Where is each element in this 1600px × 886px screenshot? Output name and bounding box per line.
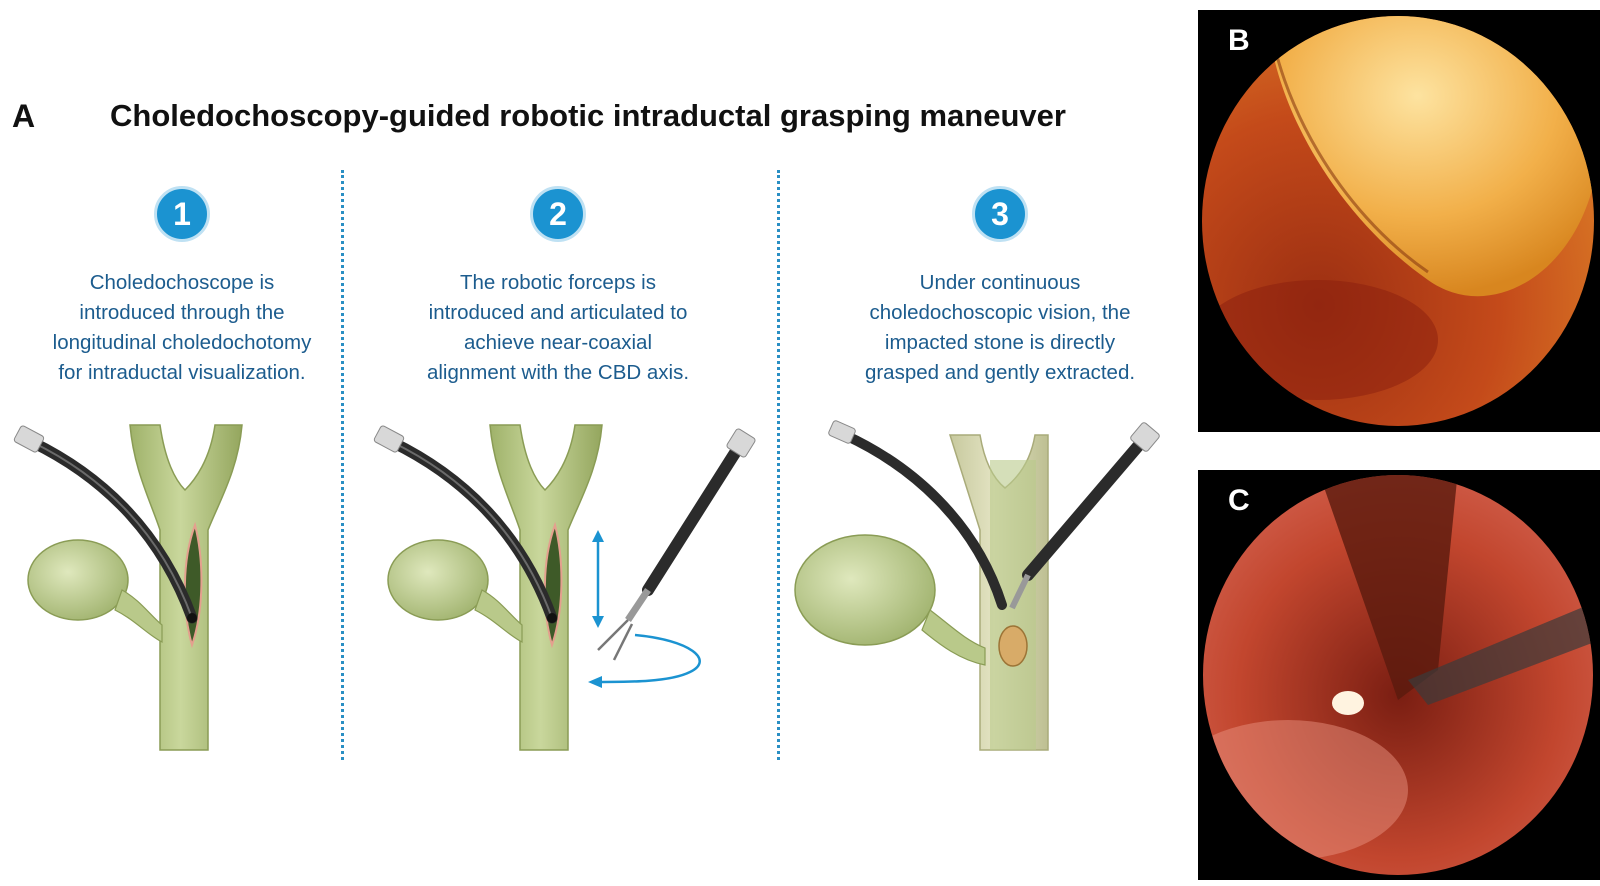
panel-b-endoscopic-image: B: [1198, 10, 1600, 432]
gallbladder: [794, 534, 986, 666]
divider-2: [777, 170, 780, 760]
step-description: Under continuous choledochoscopic vision…: [840, 268, 1160, 388]
robotic-forceps: [1009, 422, 1160, 610]
figure-title: Choledochoscopy-guided robotic intraduct…: [110, 98, 1066, 133]
panel-c-endoscopic-image: C: [1198, 470, 1600, 880]
illustration-step-3: [794, 420, 1160, 751]
rotation-arrow: [588, 633, 701, 688]
impacted-stone: [998, 625, 1028, 667]
choledochoscope: [828, 420, 1007, 610]
desc-line: The robotic forceps is: [460, 271, 656, 294]
illustration-step-2: [373, 424, 756, 751]
step-2: 2 The robotic forceps is introduced and …: [398, 186, 718, 388]
desc-line: impacted stone is directly: [884, 331, 1116, 354]
illustration-step-1: [13, 424, 243, 751]
desc-line: Under continuous: [919, 271, 1081, 294]
divider-1: [341, 170, 344, 760]
choledochoscope: [13, 425, 198, 624]
endoscopic-view-c: [1198, 470, 1600, 880]
vertical-arrow: [592, 530, 604, 628]
choledochoscope: [373, 425, 558, 624]
robotic-forceps: [597, 428, 756, 661]
desc-line: choledochoscopic vision, the: [869, 301, 1131, 324]
panel-a-label: A: [12, 98, 36, 134]
step-3: 3 Under continuous choledochoscopic visi…: [840, 186, 1160, 388]
step-1: 1 Choledochoscope is introduced through …: [22, 186, 342, 388]
desc-line: for intraductal visualization.: [58, 361, 306, 384]
desc-line: longitudinal choledochotomy: [52, 331, 312, 354]
desc-line: grasped and gently extracted.: [864, 361, 1136, 384]
endoscopic-view-b: [1198, 10, 1600, 432]
panel-c-label: C: [1228, 484, 1250, 517]
step-description: Choledochoscope is introduced through th…: [22, 268, 342, 388]
gallbladder: [27, 539, 163, 643]
panel-b-label: B: [1228, 24, 1250, 57]
step-description: The robotic forceps is introduced and ar…: [398, 268, 718, 388]
desc-line: Choledochoscope is: [89, 271, 275, 294]
step-number-badge: 2: [530, 186, 586, 242]
desc-line: introduced through the: [79, 301, 285, 324]
gallbladder: [387, 539, 523, 643]
desc-line: achieve near-coaxial: [463, 331, 653, 354]
step-number-badge: 1: [154, 186, 210, 242]
desc-line: introduced and articulated to: [428, 301, 688, 324]
step-number-badge: 3: [972, 186, 1028, 242]
desc-line: alignment with the CBD axis.: [426, 361, 690, 384]
